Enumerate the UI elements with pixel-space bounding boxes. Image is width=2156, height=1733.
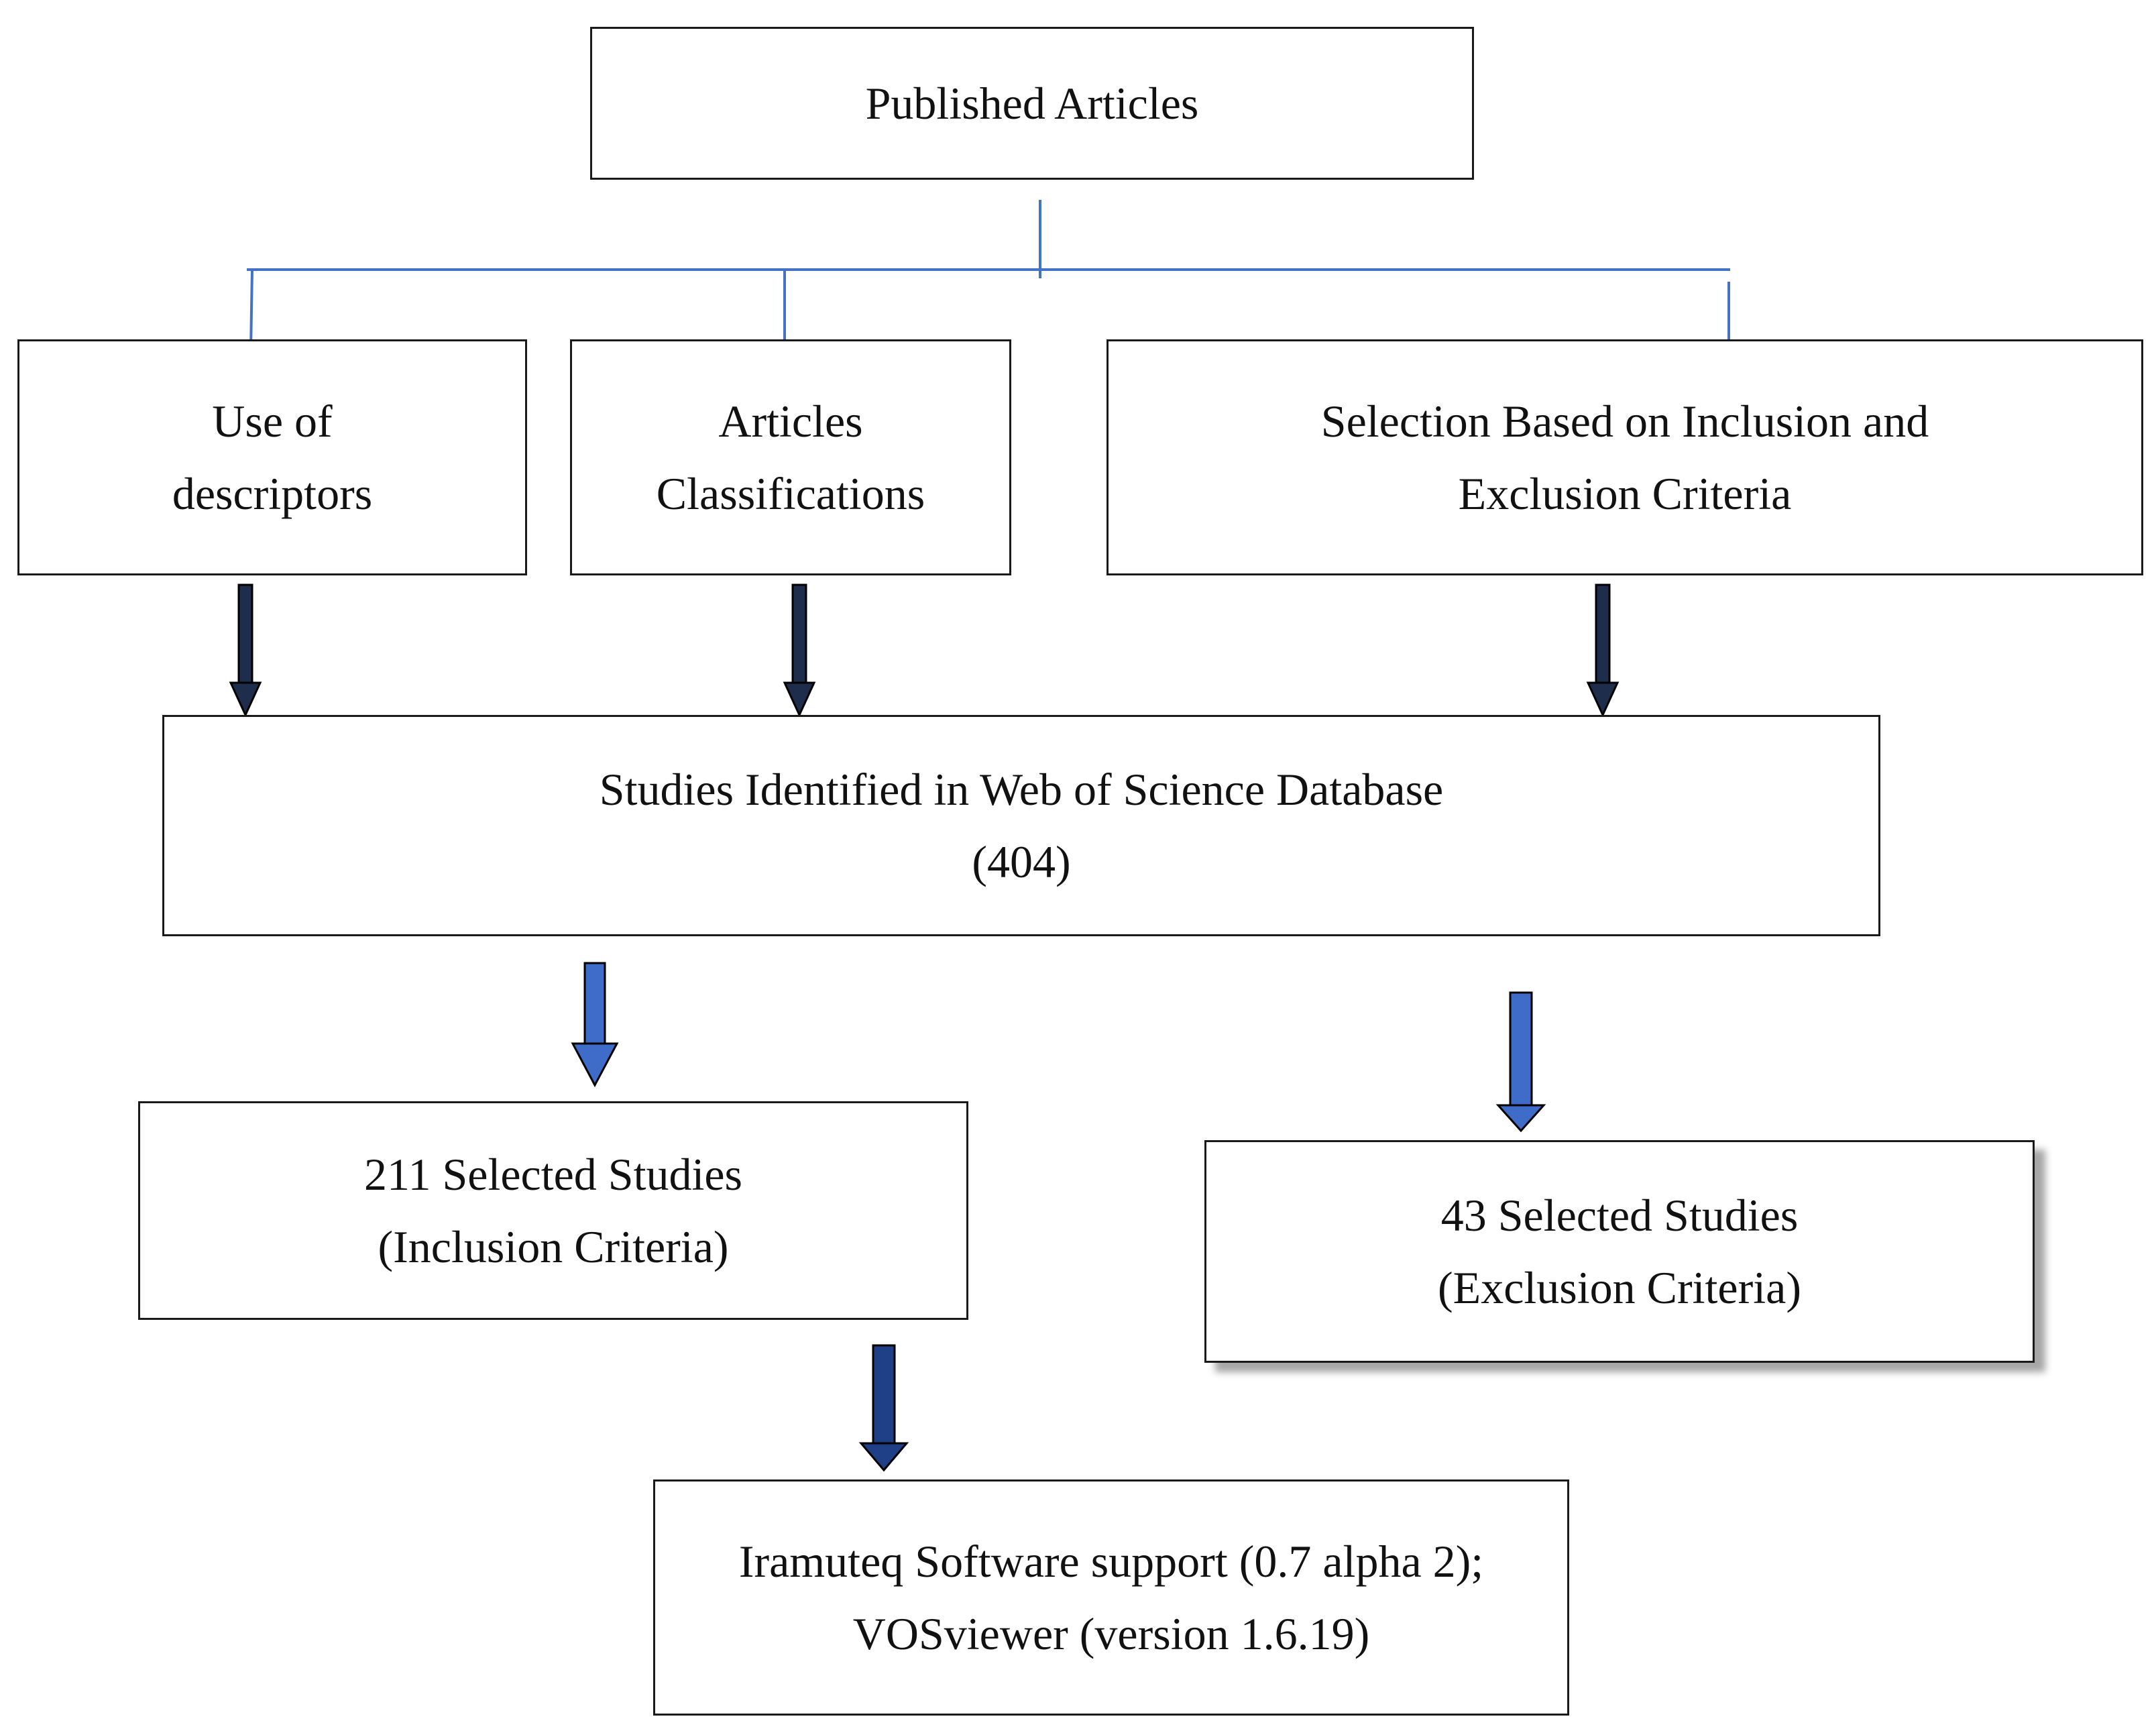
classifications-line-1: Articles xyxy=(718,396,863,447)
arrow-classifications-down xyxy=(783,583,816,718)
inclusion-criteria-label: (Inclusion Criteria) xyxy=(378,1221,729,1272)
exclusion-criteria-label: (Exclusion Criteria) xyxy=(1438,1262,1801,1313)
classifications-line-2: Classifications xyxy=(656,468,925,519)
arrow-descriptors-down xyxy=(229,583,262,718)
iramuteq-label: Iramuteq Software support (0.7 alpha 2); xyxy=(738,1536,1484,1587)
articles-classifications-box: Articles Classifications xyxy=(570,339,1011,575)
arrow-to-inclusion xyxy=(571,962,619,1088)
descriptors-line-1: Use of xyxy=(212,396,333,447)
selection-line-1: Selection Based on Inclusion and xyxy=(1320,396,1929,447)
descriptors-line-2: descriptors xyxy=(172,468,373,519)
studies-identified-count: (404) xyxy=(972,836,1071,887)
exclusion-criteria-box: 43 Selected Studies (Exclusion Criteria) xyxy=(1204,1140,2035,1363)
studies-identified-label: Studies Identified in Web of Science Dat… xyxy=(599,764,1444,815)
studies-identified-box: Studies Identified in Web of Science Dat… xyxy=(162,715,1880,936)
selection-line-2: Exclusion Criteria xyxy=(1458,468,1792,519)
vosviewer-label: VOSviewer (version 1.6.19) xyxy=(852,1608,1370,1659)
arrow-to-software xyxy=(858,1344,909,1472)
use-of-descriptors-box: Use of descriptors xyxy=(17,339,527,575)
published-articles-label: Published Articles xyxy=(865,78,1199,129)
connector-to-descriptors xyxy=(249,269,253,351)
software-support-box: Iramuteq Software support (0.7 alpha 2);… xyxy=(653,1479,1569,1716)
arrow-selection-down xyxy=(1586,583,1620,718)
inclusion-criteria-box: 211 Selected Studies (Inclusion Criteria… xyxy=(138,1101,968,1320)
published-articles-box: Published Articles xyxy=(590,27,1474,180)
tree-connectors xyxy=(247,200,1730,362)
arrow-to-exclusion xyxy=(1495,991,1546,1133)
inclusion-count-label: 211 Selected Studies xyxy=(363,1149,743,1200)
selection-criteria-box: Selection Based on Inclusion and Exclusi… xyxy=(1107,339,2143,575)
exclusion-count-label: 43 Selected Studies xyxy=(1440,1190,1799,1241)
